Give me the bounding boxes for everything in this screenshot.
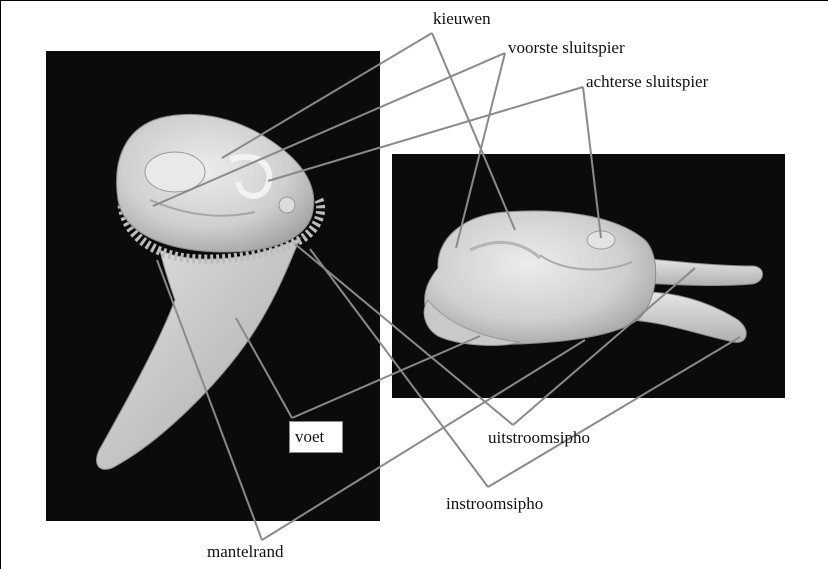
label-voet: voet — [295, 427, 324, 447]
left-clam-specimen — [97, 114, 321, 469]
label-achterse-sluitspier: achterse sluitspier — [586, 72, 708, 92]
left-muscle-dot — [279, 197, 295, 213]
label-kieuwen: kieuwen — [433, 9, 491, 29]
leader-voet-left — [236, 318, 292, 418]
label-mantelrand: mantelrand — [207, 542, 283, 562]
left-gill-area — [145, 152, 205, 192]
left-body-shape — [117, 114, 314, 252]
right-upper-siphon — [640, 258, 763, 286]
right-clam-specimen — [424, 211, 762, 345]
label-voorste-sluitspier: voorste sluitspier — [508, 38, 625, 58]
leader-achterse-sluitspier-left — [268, 87, 583, 181]
leader-voet-right — [292, 336, 480, 418]
leader-instroomsipho-right — [488, 337, 740, 487]
label-uitstroomsipho: uitstroomsipho — [488, 428, 590, 448]
label-instroomsipho: instroomsipho — [446, 494, 543, 514]
left-foot-shape — [97, 238, 300, 469]
leader-kieuwen-left — [222, 33, 432, 158]
